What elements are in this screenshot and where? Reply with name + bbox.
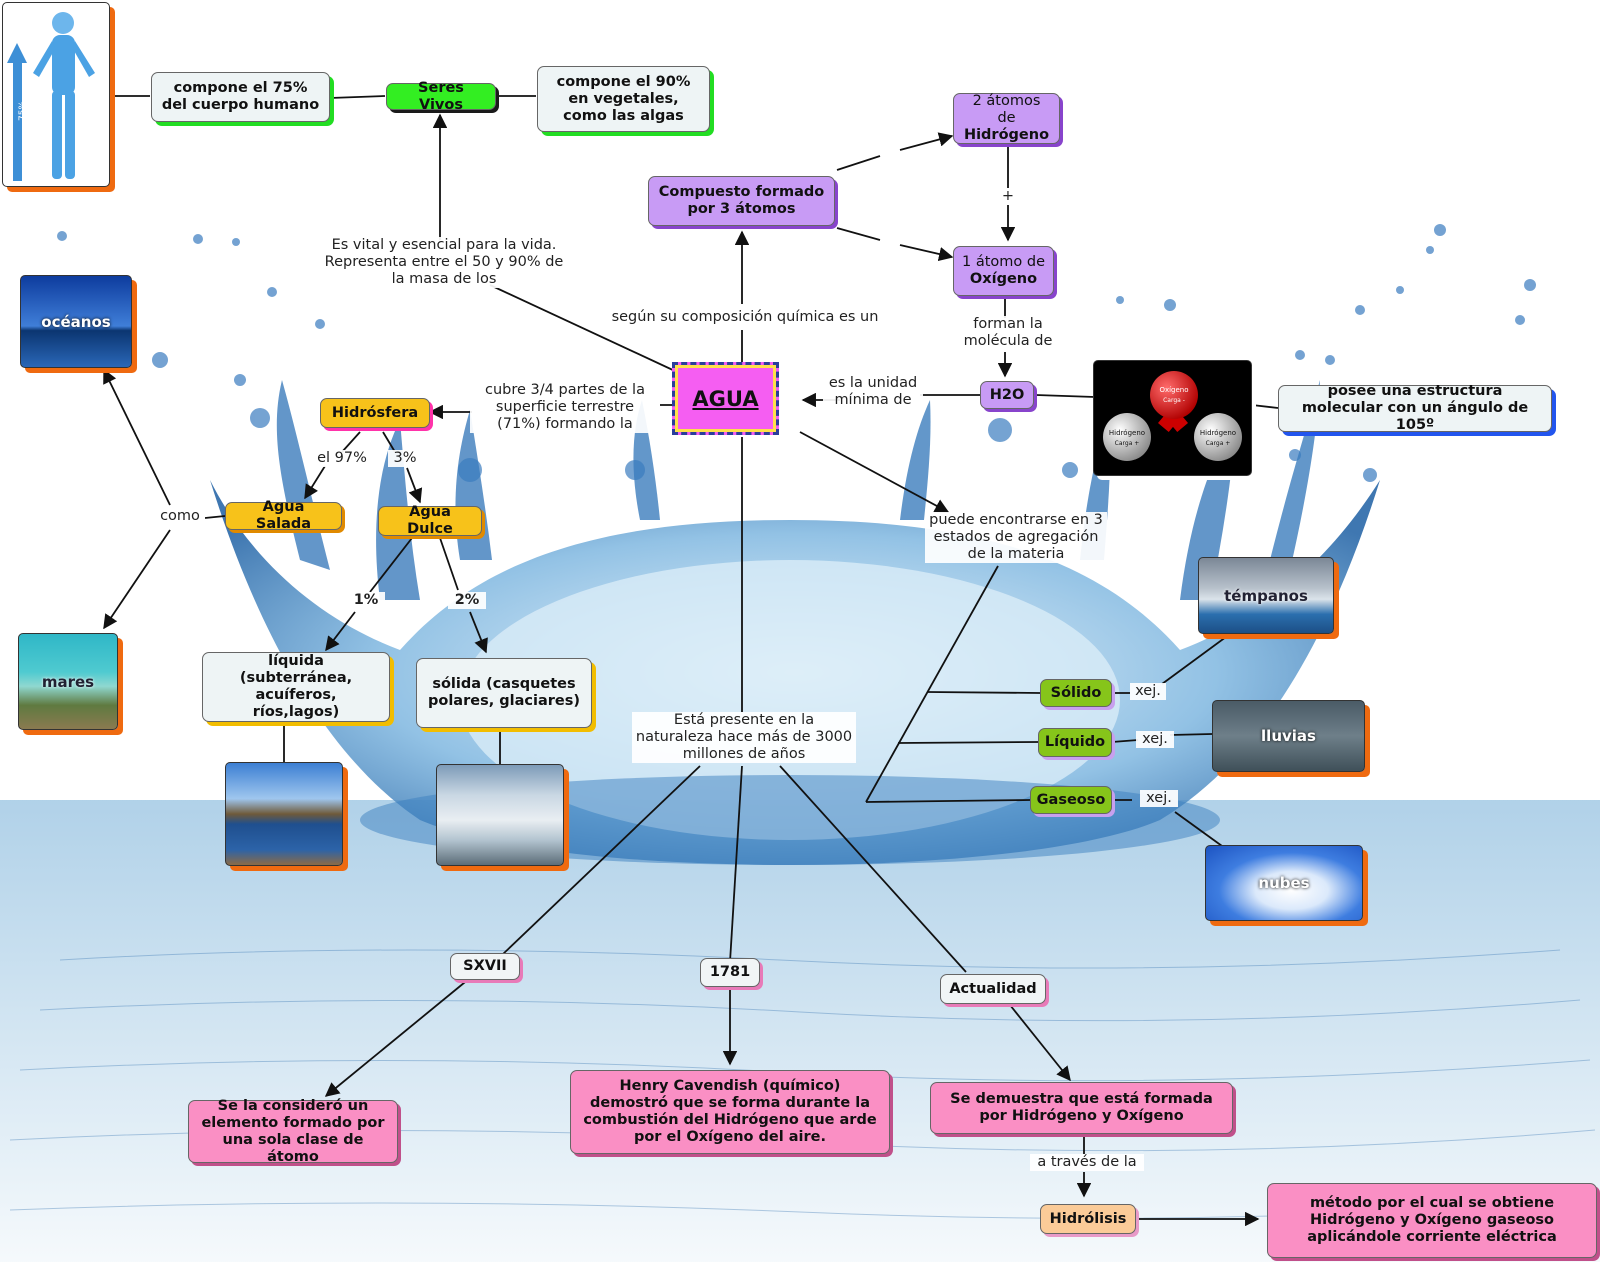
demuestra-node[interactable]: Se demuestra que está formada por Hidróg… [930,1082,1233,1134]
xej-label-1: xej. [1130,683,1166,700]
mol-h2-charge: Carga + [1206,440,1231,447]
unidad-label: es la unidad mínima de [823,375,923,409]
body-pct-label: 75% [18,101,28,121]
hidrosfera-node[interactable]: Hidrósfera [320,398,430,428]
xej-label-3: xej. [1140,790,1178,807]
agua-dulce-node[interactable]: Agua Dulce [378,504,482,537]
oxigeno-line1: 1 átomo de [962,254,1046,270]
glacier-image [436,764,564,866]
mol-h1-charge: Carga + [1115,440,1140,447]
mol-o-charge: Carga - [1163,397,1185,404]
nubes-image: nubes [1205,845,1363,921]
liquido-node[interactable]: Líquido [1038,728,1112,757]
cavendish-node[interactable]: Henry Cavendish (químico) demostró que s… [570,1070,890,1154]
como-label: como [155,508,205,525]
composicion-label: según su composición química es un [608,309,882,326]
p97-label: el 97% [312,450,372,467]
human-body-figure: 75% [7,12,95,181]
molecule-drawing: Oxígeno Carga - Hidrógeno Carga + Hidróg… [1103,371,1242,461]
elemento-node[interactable]: Se la consideró un elemento formado por … [188,1098,398,1165]
hidrolisis-node[interactable]: Hidrólisis [1040,1204,1136,1234]
agua-center-node[interactable]: AGUA [672,362,779,435]
gaseoso-node[interactable]: Gaseoso [1030,786,1112,814]
mol-h1-label: Hidrógeno [1109,429,1145,437]
p3-label: 3% [388,450,422,467]
h2o-node[interactable]: H2O [980,381,1034,409]
actualidad-node[interactable]: Actualidad [940,974,1046,1004]
lake-image [225,762,343,866]
plus-label: + [996,188,1020,205]
hidrogeno-line2: Hidrógeno [963,127,1050,143]
hidrogeno-node[interactable]: 2 átomos de Hidrógeno [953,93,1060,144]
tempanos-caption: témpanos [1224,586,1308,605]
xej-label-2: xej. [1136,731,1174,748]
cuerpo-node[interactable]: compone el 75% del cuerpo humano [151,72,330,122]
cubre-label: cubre 3/4 partes de la superficie terres… [470,382,660,433]
nubes-caption: nubes [1258,874,1310,892]
tempanos-image: témpanos [1198,557,1334,634]
estructura-node[interactable]: posee una estructura molecular con un án… [1278,383,1552,433]
lluvias-image: lluvias [1212,700,1365,772]
vital-label: Es vital y esencial para la vida. Repres… [322,237,566,288]
estados-label: puede encontrarse en 3 estados de agrega… [925,512,1107,563]
h2o-molecule-image: Oxígeno Carga - Hidrógeno Carga + Hidróg… [1093,360,1252,476]
agua-salada-node[interactable]: Agua Salada [225,499,342,532]
liquida-node[interactable]: líquida (subterránea, acuíferos, ríos,la… [202,652,390,722]
human-body-image: 75% [2,2,110,187]
forman-label: forman la molécula de [958,316,1058,350]
oxigeno-line2: Oxígeno [969,271,1038,287]
solida-node[interactable]: sólida (casquetes polares, glaciares) [416,658,592,728]
mares-caption: mares [41,672,95,691]
sxvii-node[interactable]: SXVII [450,953,520,980]
solido-node[interactable]: Sólido [1040,679,1112,707]
hidrogeno-line1: 2 átomos de [972,93,1041,126]
metodo-node[interactable]: método por el cual se obtiene Hidrógeno … [1267,1183,1597,1258]
mares-image: mares [18,633,118,730]
seres-vivos-node[interactable]: Seres Vivos [386,80,496,113]
compuesto-node[interactable]: Compuesto formado por 3 átomos [648,176,835,226]
y1781-node[interactable]: 1781 [700,958,760,987]
oxigeno-node[interactable]: 1 átomo de Oxígeno [953,246,1054,296]
traves-label: a través de la [1030,1154,1144,1171]
lluvias-caption: lluvias [1261,727,1316,745]
presente-label: Está presente en la naturaleza hace más … [632,712,856,763]
oceanos-caption: océanos [41,312,111,331]
mol-h2-label: Hidrógeno [1200,429,1236,437]
vegetales-node[interactable]: compone el 90% en vegetales, como las al… [537,66,710,132]
mol-o-label: Oxígeno [1159,386,1188,394]
p1-label: 1% [347,592,385,609]
oceanos-image: océanos [20,275,132,368]
p2-label: 2% [448,592,486,609]
